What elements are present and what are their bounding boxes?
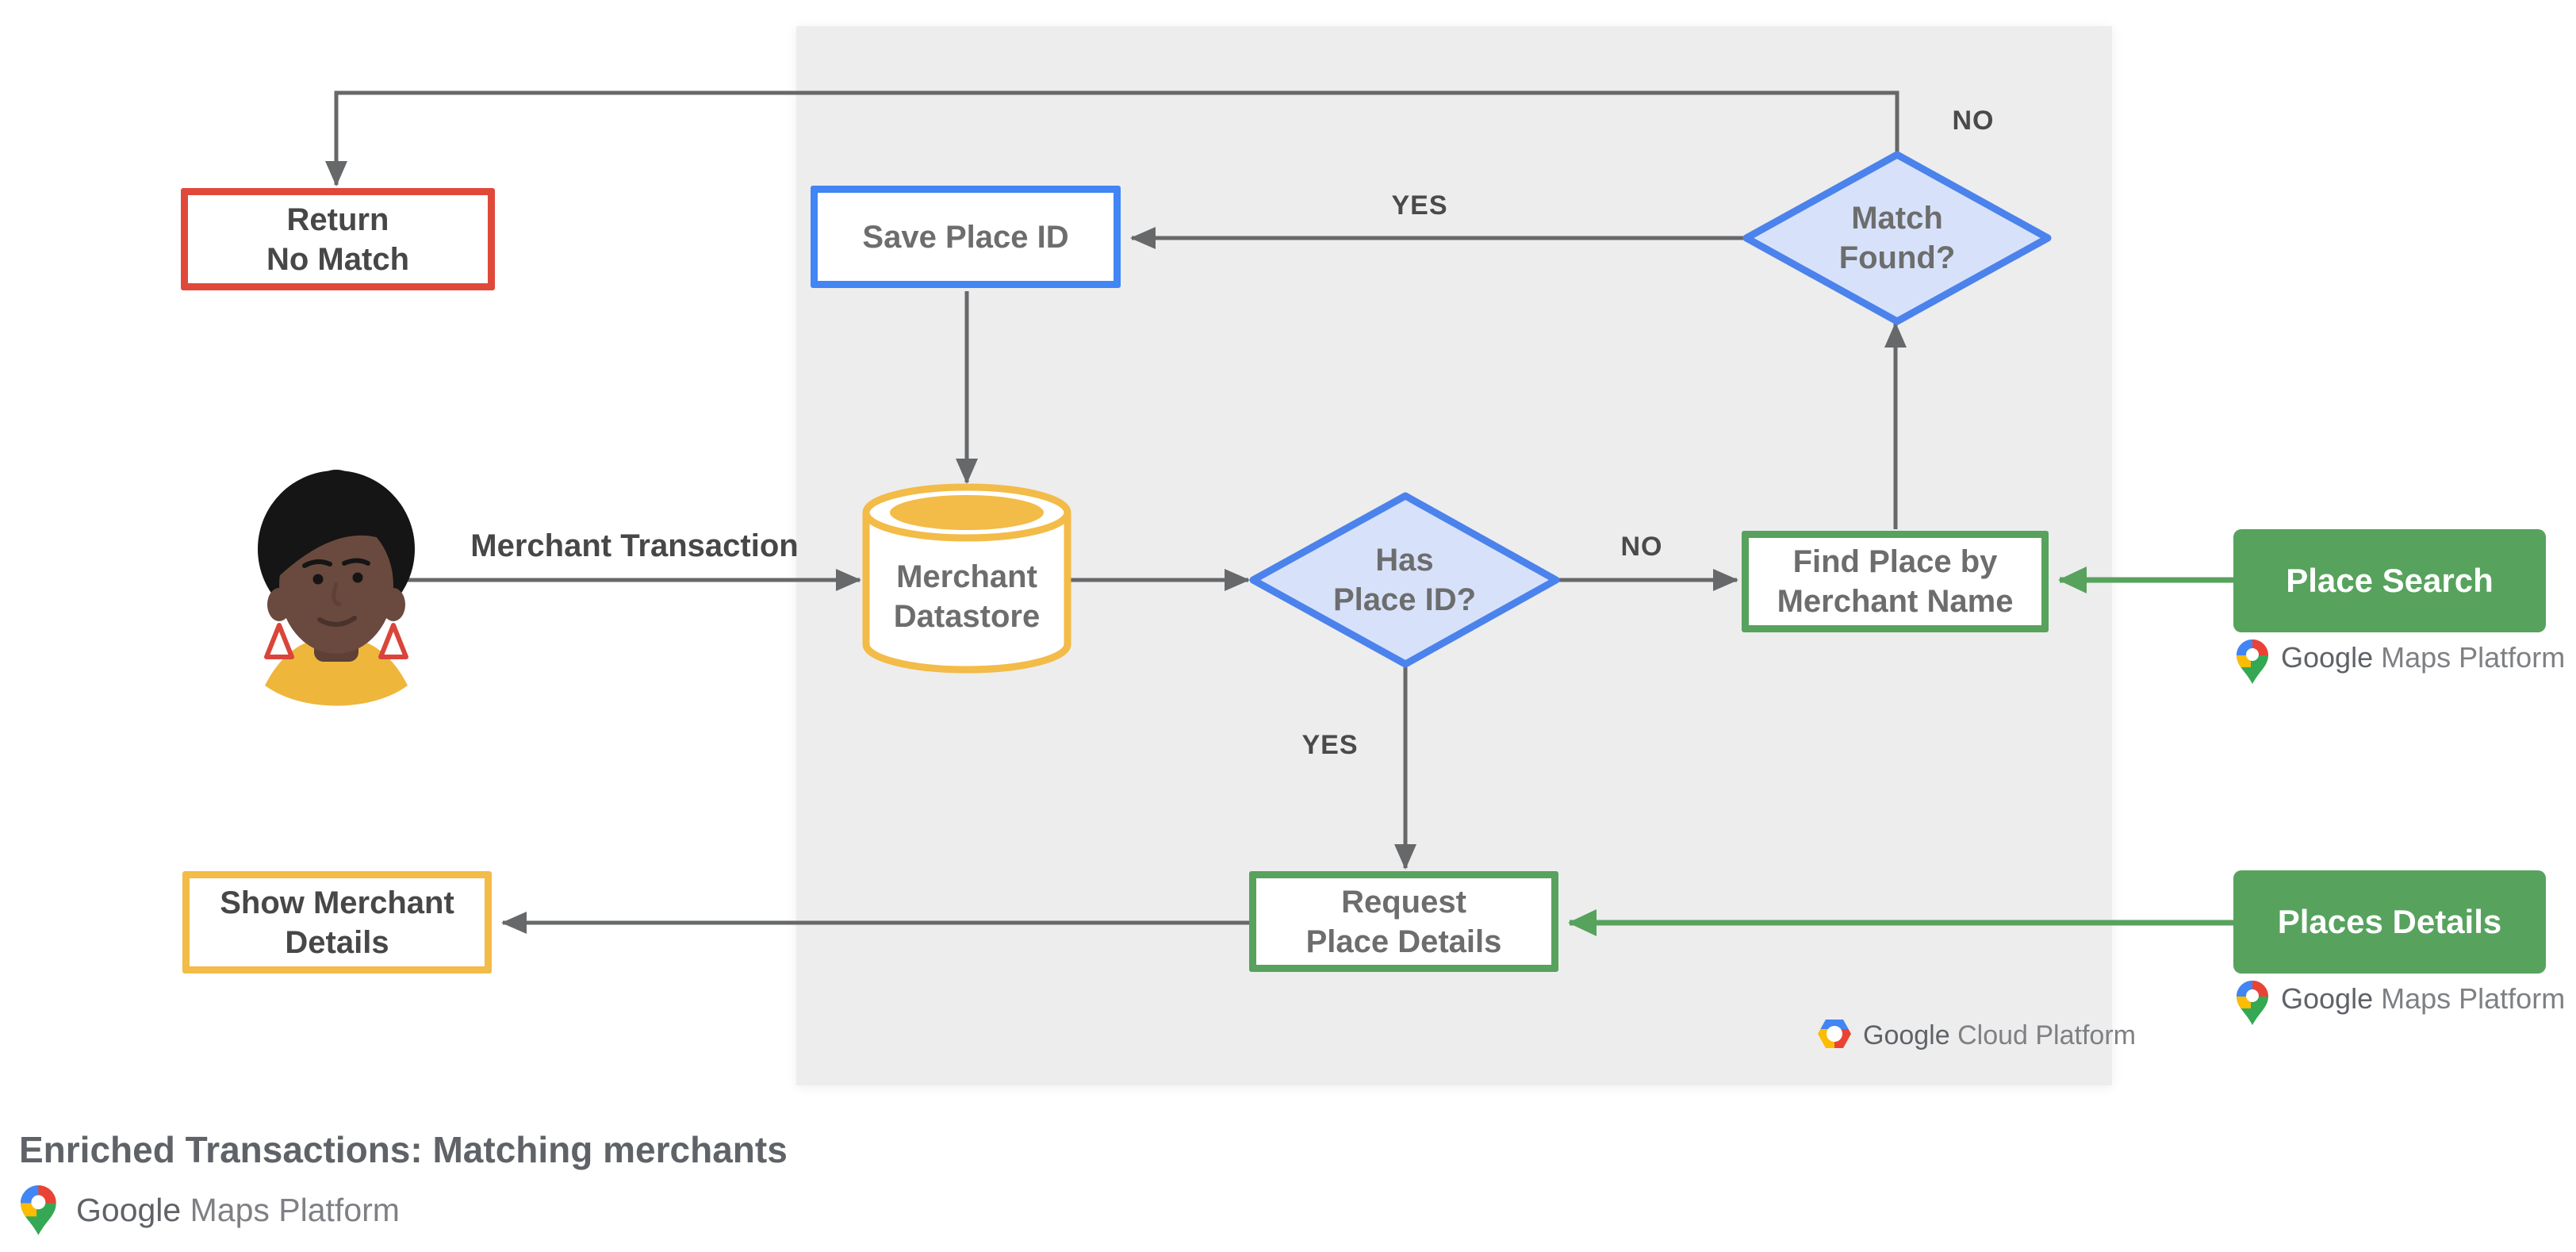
flow-arrows [325,90,1907,934]
node-label: Return [286,202,389,237]
node-place-search-api: Place Search [2233,529,2546,632]
google-cloud-hex-icon [1817,1019,1852,1049]
node-label: Show Merchant [220,885,454,920]
node-label: Save Place ID [862,219,1069,255]
google-cloud-platform-logo: Google Cloud Platform [1863,1020,2136,1051]
node-request-place-details: Request Place Details [1249,871,1558,972]
no-label-return: NO [1952,106,1995,136]
no-label-find: NO [1620,532,1663,562]
merchant-datastore-label: Merchant Datastore [893,559,1041,634]
google-maps-pin-icon [2237,639,2268,684]
yes-label-save: YES [1391,190,1448,221]
google-maps-pin-icon [21,1185,56,1235]
api-arrows [1568,566,2233,936]
google-maps-platform-logo: Google Maps Platform [2281,641,2565,674]
match-found-label: Match Found? [1838,201,1956,275]
node-label: Find Place by [1792,544,1998,579]
yes-label-request: YES [1301,730,1359,760]
user-avatar [258,470,415,706]
node-label: Merchant Name [1777,584,2014,619]
node-label: Details [285,924,389,960]
google-maps-platform-logo: Google Maps Platform [2281,982,2565,1016]
node-show-merchant-details: Show Merchant Details [182,871,492,974]
edge-matchfound-no-return [325,90,1899,186]
logo-brand: Google [2281,982,2374,1015]
node-label: Request [1341,884,1466,920]
has-place-id-label: Has Place ID? [1332,543,1477,617]
merchant-datastore-cylinder [862,483,1071,674]
logo-product: Cloud Platform [1957,1020,2136,1050]
diagram-title: Enriched Transactions: Matching merchant… [19,1129,788,1170]
logo-brand: Google [1863,1020,1950,1050]
match-found-diamond [1742,151,2052,325]
node-label: Place Details [1305,924,1502,959]
google-maps-platform-logo: Google Maps Platform [76,1192,400,1229]
google-maps-pin-icon [2237,981,2268,1025]
merchant-transaction-label: Merchant Transaction [470,528,799,563]
node-save-place-id: Save Place ID [811,186,1121,288]
node-places-details-api: Places Details [2233,870,2546,974]
logo-brand: Google [2281,641,2374,674]
node-find-place-by-merchant-name: Find Place by Merchant Name [1742,531,2049,632]
has-place-id-diamond [1249,492,1560,668]
node-label: Places Details [2277,903,2502,940]
logo-product: Maps Platform [2381,641,2566,674]
logo-brand: Google [76,1192,182,1228]
logo-product: Maps Platform [2381,982,2566,1015]
node-label: Place Search [2286,562,2494,599]
node-return-no-match: Return No Match [181,188,495,290]
logo-product: Maps Platform [190,1192,400,1228]
node-label: No Match [266,241,409,277]
